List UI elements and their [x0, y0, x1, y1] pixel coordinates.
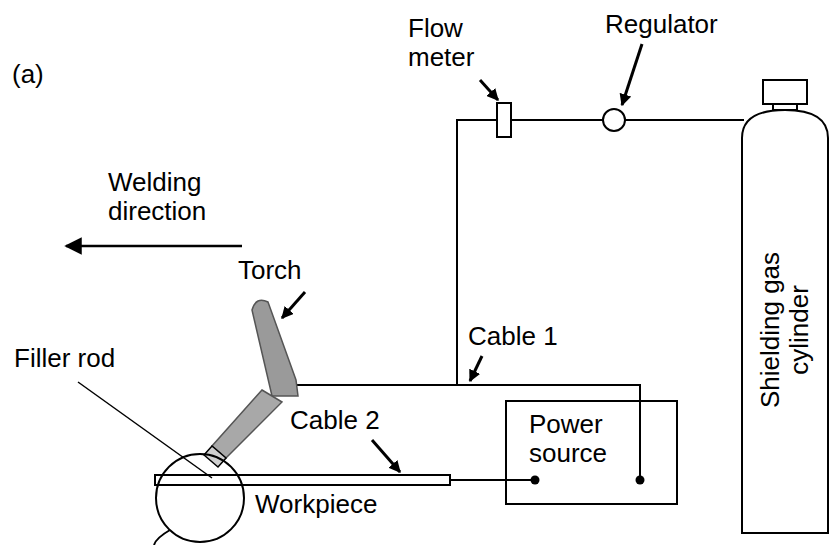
terminal-dot [636, 476, 645, 485]
gas-cylinder: Shielding gas cylinder [740, 78, 830, 536]
part-label: Flow meter [408, 14, 503, 72]
figure-label: (a) [12, 60, 44, 89]
torch-handle [252, 300, 298, 396]
callout-arrow [372, 440, 400, 472]
callout-arrow [282, 292, 305, 318]
part-label: Cable 1 [468, 322, 558, 351]
part-label: Torch [238, 256, 302, 285]
node-text: Shielding gas cylinder [756, 215, 814, 445]
cylinder-cap [763, 80, 807, 104]
part-label: Workpiece [255, 490, 377, 519]
regulator-symbol [603, 109, 625, 131]
cylinder-body [742, 110, 828, 533]
callout-arrow [480, 80, 498, 100]
workpiece-plate [155, 475, 450, 485]
cable-2-wire [450, 479, 535, 481]
part-label: Filler rod [14, 344, 115, 373]
torch-head [212, 390, 282, 458]
callout-arrow [622, 44, 642, 105]
flow-meter-symbol [497, 103, 511, 137]
detail-circle [156, 454, 244, 542]
direction-arrow [66, 245, 242, 248]
callout-arrow [470, 356, 482, 381]
part-label: Cable 2 [290, 406, 380, 435]
detail-leader [154, 530, 170, 545]
filler-rod [78, 382, 212, 478]
part-label: Regulator [605, 10, 718, 39]
direction-label: Welding direction [108, 168, 278, 226]
terminal-dot [531, 476, 540, 485]
node-text: Power source [529, 410, 649, 468]
power-source-box: Power source [505, 400, 678, 505]
gas-hose [511, 119, 744, 121]
